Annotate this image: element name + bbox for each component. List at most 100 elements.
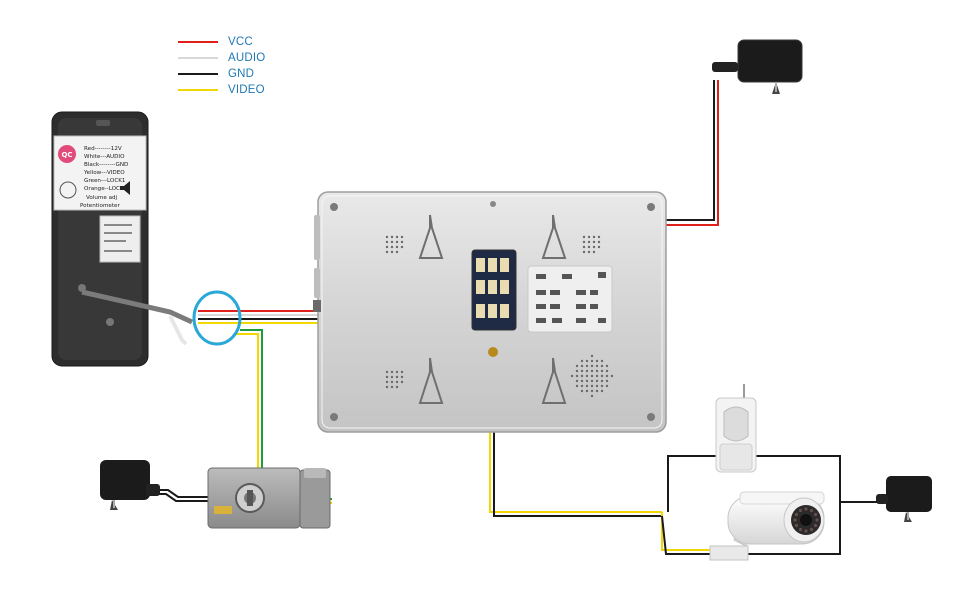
speaker-hole: [595, 369, 599, 373]
speaker-hole: [585, 359, 589, 363]
monitor-spec-label: [527, 265, 613, 333]
camera-power-loop: [661, 455, 885, 555]
speaker-hole: [590, 374, 594, 378]
speaker-hole: [395, 385, 399, 389]
doorbell-label-line: Red--------12V: [84, 146, 122, 152]
speaker-hole: [580, 379, 584, 383]
speaker-hole: [585, 379, 589, 383]
legend-swatch: [178, 89, 218, 91]
speaker-hole: [400, 245, 404, 249]
volume-label: Volume adj: [86, 195, 118, 201]
speaker-hole: [390, 245, 394, 249]
speaker-hole: [590, 359, 594, 363]
speaker-hole: [605, 374, 609, 378]
speaker-hole: [582, 235, 586, 239]
speaker-hole: [587, 250, 591, 254]
speaker-hole: [585, 364, 589, 368]
speaker-hole: [390, 250, 394, 254]
speaker-hole: [610, 374, 614, 378]
speaker-hole: [580, 384, 584, 388]
speaker-hole: [597, 245, 601, 249]
speaker-hole: [595, 379, 599, 383]
speaker-hole: [400, 380, 404, 384]
speaker-hole: [595, 359, 599, 363]
speaker-hole: [575, 364, 579, 368]
ir-led: [793, 518, 797, 522]
outdoor-doorbell-icon: QC Red--------12V White---AUDIO Black---…: [51, 111, 194, 367]
doorbell-label-line: Black--------GND: [84, 162, 128, 168]
doorbell-label-line: White---AUDIO: [84, 154, 125, 160]
ir-led: [809, 508, 814, 513]
speaker-hole: [597, 235, 601, 239]
ir-led: [804, 529, 808, 533]
speaker-hole: [400, 375, 404, 379]
ir-led: [798, 527, 803, 532]
speaker-hole: [600, 389, 604, 393]
power-adapter-left-icon: [100, 460, 160, 510]
speaker-hole: [605, 384, 609, 388]
speaker-hole: [592, 235, 596, 239]
speaker-hole: [605, 379, 609, 383]
speaker-hole: [395, 235, 399, 239]
speaker-icon: [120, 181, 130, 195]
speaker-hole: [585, 374, 589, 378]
speaker-hole: [597, 240, 601, 244]
speaker-hole: [600, 364, 604, 368]
speaker-hole: [400, 240, 404, 244]
speaker-hole: [590, 379, 594, 383]
speaker-hole: [592, 240, 596, 244]
speaker-hole: [592, 250, 596, 254]
speaker-hole: [385, 250, 389, 254]
speaker-hole: [390, 385, 394, 389]
pir-sensor-icon: [715, 384, 757, 473]
speaker-hole: [395, 240, 399, 244]
speaker-hole: [395, 245, 399, 249]
connection-highlight-ring: [192, 290, 242, 346]
speaker-hole: [400, 370, 404, 374]
speaker-hole: [400, 235, 404, 239]
speaker-hole: [582, 250, 586, 254]
speaker-hole: [385, 375, 389, 379]
speaker-hole: [600, 359, 604, 363]
bullet-camera-icon: [709, 491, 825, 561]
ir-led: [804, 507, 808, 511]
speaker-hole: [570, 374, 574, 378]
speaker-hole: [582, 240, 586, 244]
speaker-hole: [590, 364, 594, 368]
speaker-hole: [595, 374, 599, 378]
doorbell-label-line: Orange--LOCK2: [84, 186, 127, 192]
speaker-hole: [590, 354, 594, 358]
legend-label: AUDIO: [228, 52, 266, 64]
speaker-hole: [590, 369, 594, 373]
connector-block: [471, 249, 517, 331]
ir-led: [815, 518, 819, 522]
speaker-hole: [585, 389, 589, 393]
speaker-hole: [390, 235, 394, 239]
speaker-hole: [600, 384, 604, 388]
power-adapter-top-icon: [712, 39, 803, 94]
speaker-hole: [592, 245, 596, 249]
speaker-hole: [575, 379, 579, 383]
doorbell-label-line: Green---LOCK1: [84, 178, 126, 184]
speaker-hole: [395, 375, 399, 379]
speaker-hole: [580, 359, 584, 363]
speaker-hole: [385, 240, 389, 244]
speaker-hole: [395, 380, 399, 384]
speaker-hole: [585, 369, 589, 373]
speaker-hole: [390, 380, 394, 384]
ir-led: [813, 512, 818, 517]
speaker-hole: [600, 374, 604, 378]
speaker-hole: [395, 250, 399, 254]
legend-label: GND: [228, 68, 255, 80]
speaker-hole: [605, 364, 609, 368]
speaker-hole: [580, 369, 584, 373]
speaker-hole: [580, 364, 584, 368]
ir-led: [798, 508, 803, 513]
speaker-hole: [390, 240, 394, 244]
speaker-hole: [587, 240, 591, 244]
speaker-hole: [580, 389, 584, 393]
ir-led: [794, 523, 799, 528]
speaker-hole: [590, 384, 594, 388]
